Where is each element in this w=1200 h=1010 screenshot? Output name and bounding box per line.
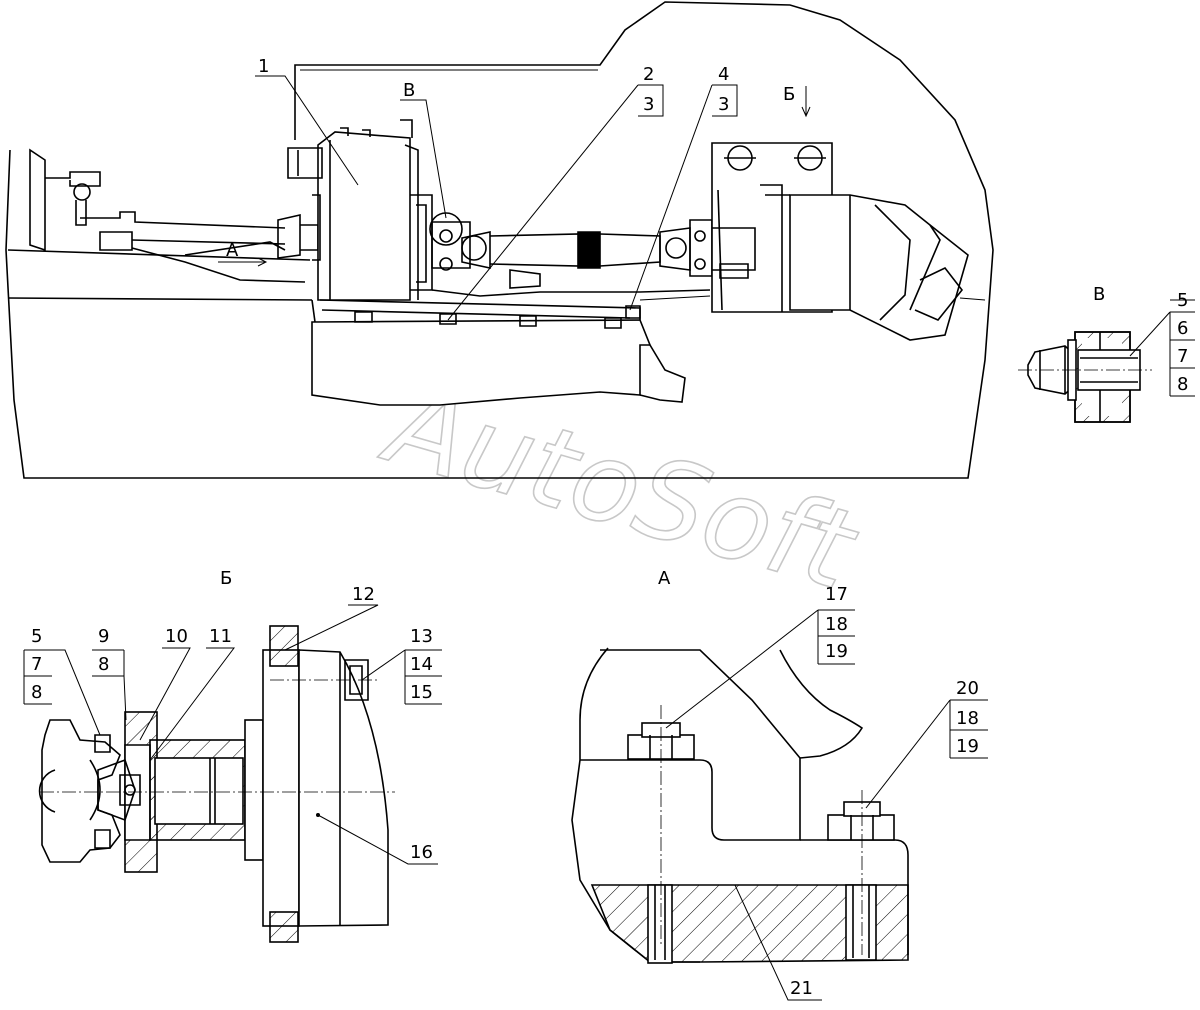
callout-a-17: 17: [825, 584, 848, 605]
callout-a-20: 20: [956, 678, 979, 699]
callout-v-top: В: [403, 80, 415, 101]
callout-b-14: 14: [410, 654, 433, 675]
callout-b-13: 13: [410, 626, 433, 647]
view-a: А 17 18 19 20 18 19 21: [571, 568, 988, 1001]
callout-4: 4: [718, 64, 729, 85]
callout-v-7: 7: [1177, 346, 1188, 367]
callout-b-5: 5: [31, 626, 42, 647]
callout-a-20-18: 18: [956, 708, 979, 729]
view-arrow-b-label: Б: [783, 84, 795, 105]
view-b-label: Б: [220, 568, 232, 589]
arrow-a-label: А: [226, 240, 239, 261]
callout-b-15: 15: [410, 682, 433, 703]
callout-b-7: 7: [31, 654, 42, 675]
callout-a-19: 19: [825, 641, 848, 662]
callout-b-10: 10: [165, 626, 188, 647]
callout-a-18: 18: [825, 614, 848, 635]
callout-b-16: 16: [410, 842, 433, 863]
detail-v: В 5 6 7 8: [1018, 284, 1195, 423]
callout-v-8: 8: [1177, 374, 1188, 395]
callout-a-21: 21: [790, 978, 813, 999]
view-b: Б 5 7 8: [23, 568, 442, 943]
callout-2: 2: [643, 64, 654, 85]
callout-b-9-sub: 8: [98, 654, 109, 675]
callout-b-8: 8: [31, 682, 42, 703]
callout-b-9: 9: [98, 626, 109, 647]
callout-v-5: 5: [1177, 290, 1188, 311]
callout-2-sub: 3: [643, 94, 654, 115]
callout-a-20-19: 19: [956, 736, 979, 757]
callout-1: 1: [258, 56, 269, 77]
callout-4-sub: 3: [718, 94, 729, 115]
callout-v-6: 6: [1177, 318, 1188, 339]
view-a-label: А: [658, 568, 671, 589]
callout-b-12: 12: [352, 584, 375, 605]
detail-v-label: В: [1093, 284, 1105, 305]
top-callouts: 1 В 2 3 4 3 Б: [255, 56, 811, 321]
callout-b-11: 11: [209, 626, 232, 647]
main-assembly-view: А: [5, 1, 994, 479]
